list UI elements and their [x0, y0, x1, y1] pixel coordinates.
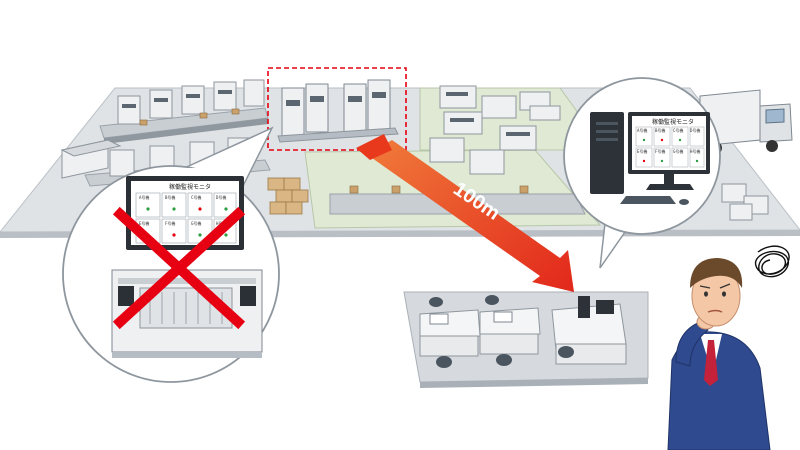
- highlighted-machines: [267, 67, 407, 151]
- desk-pc-tower: [578, 296, 590, 318]
- remote-grid-cell: E号機: [637, 148, 647, 154]
- storage-building: [60, 139, 122, 179]
- remote-grid-cell: G号機: [673, 148, 683, 154]
- distance-arrow: 100m: [356, 134, 574, 292]
- office-desks: [419, 295, 541, 368]
- cross-icon: [112, 206, 246, 330]
- production-line-left: [99, 79, 269, 144]
- highlight-dashed-box: [267, 67, 407, 151]
- office-floor: [403, 291, 649, 388]
- remote-grid-cell: F号機: [655, 148, 665, 154]
- remote-dashboard-title: 稼働監視モニタ: [652, 118, 694, 126]
- remote-dashboard-monitor: 稼働監視モニタ A号機 B号機 C号機 D号機 E号機 F号機 G号機 H号機: [628, 112, 710, 190]
- remote-pc-bubble: 稼働監視モニタ A号機 B号機 C号機 D号機 E号機 F号機 G号機 H号機: [563, 77, 721, 269]
- keyboard: [620, 196, 676, 204]
- monitoring-desk: [551, 296, 627, 365]
- onsite-grid-cell: D号機: [216, 194, 226, 200]
- cardboard-stack: [267, 177, 309, 215]
- onsite-grid-cell: B号機: [165, 194, 175, 200]
- remote-grid-cell: A号機: [637, 127, 647, 133]
- onsite-grid-cell: F号機: [165, 220, 175, 226]
- onsite-dashboard-title: 稼働監視モニタ: [169, 183, 211, 191]
- onsite-grid-cell: E号機: [139, 220, 149, 226]
- remote-grid-cell: C号機: [673, 127, 683, 133]
- onsite-grid-cell: G号機: [191, 220, 201, 226]
- onsite-grid-cell: C号機: [191, 194, 201, 200]
- puzzled-businessman: [667, 258, 771, 450]
- remote-dashboard-grid: A号機 B号機 C号機 D号機 E号機 F号機 G号機 H号機: [635, 126, 705, 168]
- onsite-grid-cell: A号機: [139, 194, 149, 200]
- remote-grid-cell: D号機: [690, 127, 700, 133]
- remote-grid-cell: H号機: [690, 148, 700, 154]
- onsite-monitor-bubble: 稼働監視モニタ A号機 B号機 C号機 D号機 E号機 F号機 G号機 H号機: [62, 126, 280, 383]
- scribble-icon: [755, 245, 790, 278]
- onsite-dashboard-grid: A号機 B号機 C号機 D号機 E号機 F号機 G号機 H号機: [135, 192, 237, 244]
- mouse: [679, 199, 689, 205]
- pallet-boxes: [721, 183, 769, 221]
- remote-grid-cell: B号機: [655, 127, 665, 133]
- desk-monitor: [596, 300, 614, 314]
